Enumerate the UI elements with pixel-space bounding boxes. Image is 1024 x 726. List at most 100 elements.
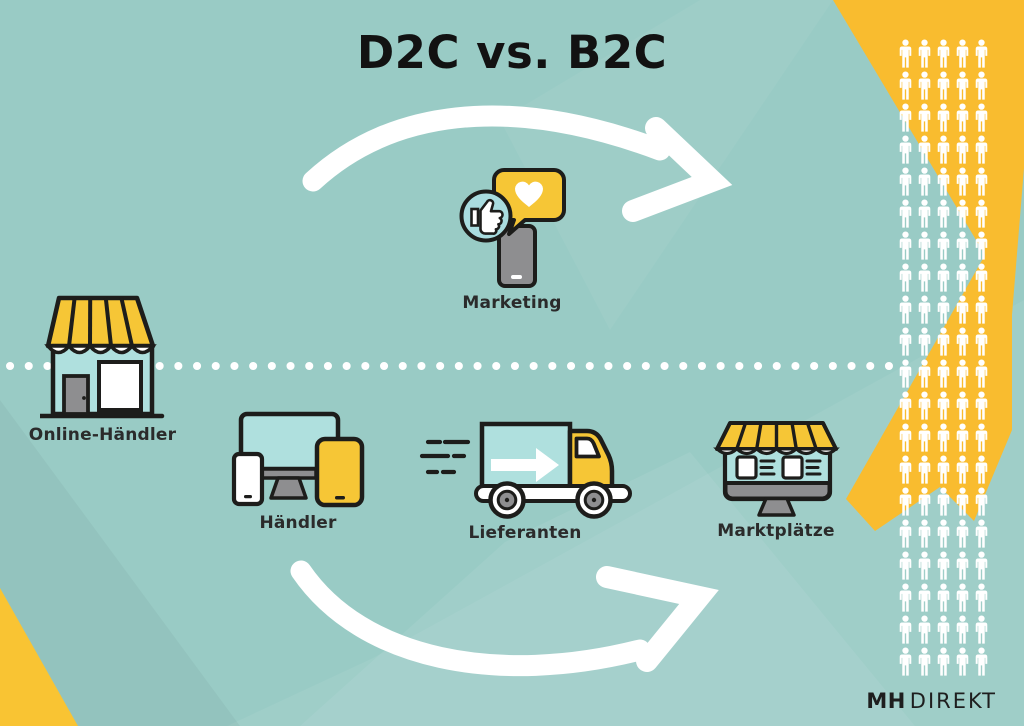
person-icon (918, 231, 931, 260)
marketplace-monitor-icon (713, 421, 840, 517)
person-icon (918, 519, 931, 548)
devices-icon (231, 411, 364, 508)
person-icon (918, 327, 931, 356)
listing-lines (759, 459, 822, 476)
person-icon (899, 391, 912, 420)
person-icon (918, 295, 931, 324)
person-icon (899, 327, 912, 356)
person-icon (937, 39, 950, 68)
person-icon (956, 519, 969, 548)
person-icon (899, 263, 912, 292)
node-lieferanten: Lieferanten (415, 418, 635, 543)
person-icon (899, 615, 912, 644)
node-marketing: Marketing (452, 164, 572, 313)
person-icon (899, 647, 912, 676)
person-icon (975, 199, 988, 228)
node-label-marketing: Marketing (462, 293, 562, 313)
node-label-haendler: Händler (259, 513, 337, 533)
person-icon (956, 295, 969, 324)
person-icon (918, 487, 931, 516)
bottom-curved-arrow (290, 560, 719, 677)
person-icon (899, 487, 912, 516)
storefront-icon (40, 295, 165, 419)
person-icon (899, 199, 912, 228)
person-icon (937, 519, 950, 548)
truck-wheels (487, 481, 613, 519)
person-icon (899, 551, 912, 580)
social-like-phone-icon (459, 168, 566, 288)
person-icon (899, 583, 912, 612)
person-icon (918, 423, 931, 452)
person-icon (937, 263, 950, 292)
yellow-shape-bottom-left (0, 588, 78, 726)
top-curved-arrow (302, 105, 733, 222)
person-icon (937, 231, 950, 260)
person-icon (918, 647, 931, 676)
person-icon (937, 295, 950, 324)
logo-bold-text: MH (866, 689, 906, 713)
person-icon (975, 103, 988, 132)
person-icon (956, 135, 969, 164)
person-icon (956, 487, 969, 516)
person-icon (899, 103, 912, 132)
person-icon (975, 551, 988, 580)
person-icon (918, 455, 931, 484)
node-haendler: Händler (228, 410, 368, 533)
person-icon (937, 583, 950, 612)
person-icon (918, 583, 931, 612)
node-label-marktplaetze: Marktplätze (717, 521, 835, 541)
person-icon (899, 39, 912, 68)
person-icon (975, 359, 988, 388)
delivery-truck-icon (419, 421, 632, 519)
person-icon (918, 71, 931, 100)
person-icon (975, 519, 988, 548)
brand-logo: MH DIREKT (866, 689, 997, 713)
person-icon (937, 615, 950, 644)
person-icon (956, 615, 969, 644)
person-icon (899, 455, 912, 484)
person-icon (918, 199, 931, 228)
person-icon (975, 295, 988, 324)
person-icon (937, 391, 950, 420)
person-icon (956, 327, 969, 356)
person-icon (918, 103, 931, 132)
person-icon (937, 71, 950, 100)
yellow-shape-right (833, 0, 1024, 531)
person-icon (956, 423, 969, 452)
person-icon (975, 263, 988, 292)
person-icon (918, 391, 931, 420)
person-icon (956, 551, 969, 580)
person-icon (975, 615, 988, 644)
person-icon (956, 263, 969, 292)
person-icon (937, 103, 950, 132)
person-icon (899, 135, 912, 164)
person-icon (956, 199, 969, 228)
person-icon (937, 647, 950, 676)
person-icon (975, 583, 988, 612)
person-icon (956, 39, 969, 68)
person-icon (956, 167, 969, 196)
person-icon (956, 647, 969, 676)
node-marktplaetze: Marktplätze (710, 420, 842, 541)
customer-crowd (897, 39, 992, 679)
person-icon (899, 231, 912, 260)
person-icon (918, 615, 931, 644)
speed-lines (419, 439, 470, 475)
person-icon (937, 199, 950, 228)
person-icon (956, 103, 969, 132)
person-icon (937, 167, 950, 196)
person-icon (975, 167, 988, 196)
person-icon (956, 583, 969, 612)
node-label-lieferanten: Lieferanten (468, 523, 582, 543)
person-icon (937, 327, 950, 356)
person-icon (918, 39, 931, 68)
person-icon (975, 391, 988, 420)
person-icon (937, 359, 950, 388)
node-label-online-haendler: Online-Händler (28, 425, 177, 445)
person-icon (918, 263, 931, 292)
person-icon (918, 167, 931, 196)
person-icon (918, 135, 931, 164)
person-icon (899, 423, 912, 452)
